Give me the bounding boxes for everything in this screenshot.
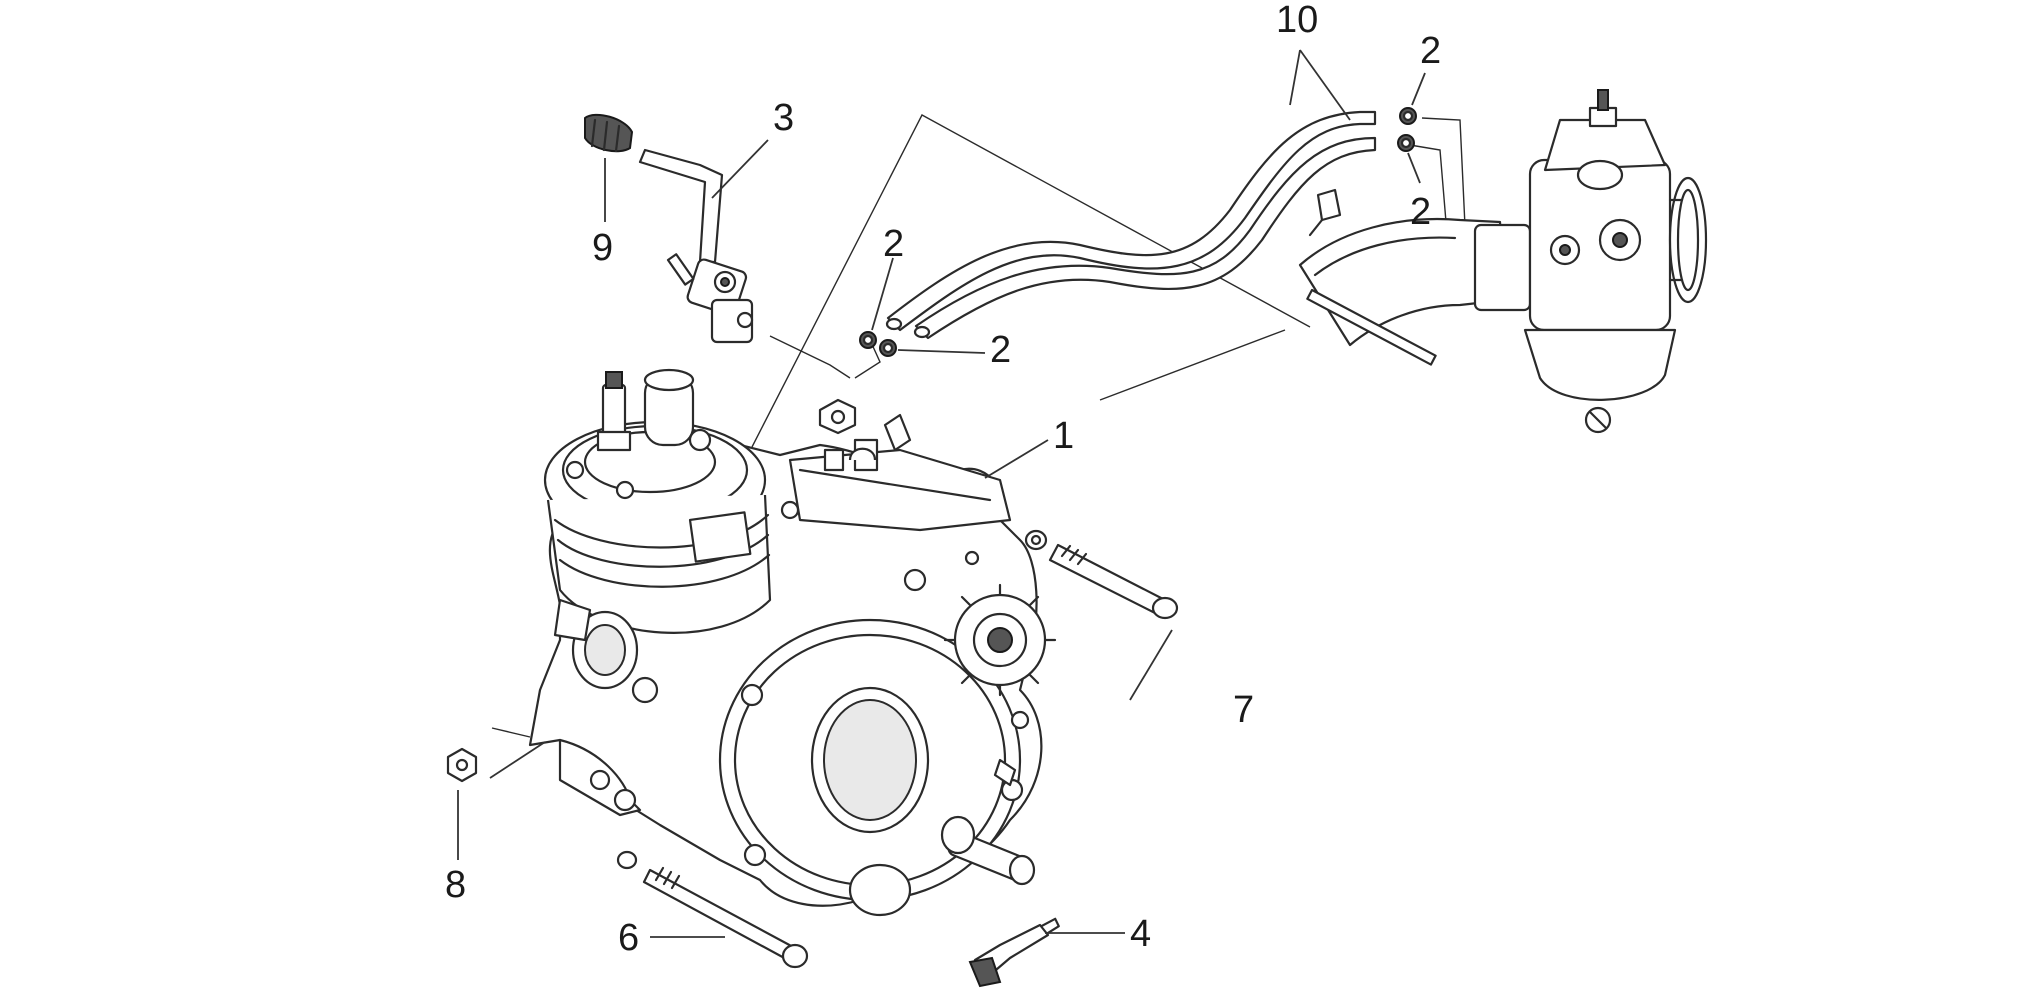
kickstart-lever xyxy=(638,148,754,344)
gear-shaft xyxy=(940,815,1036,886)
callout-8: 8 xyxy=(445,864,466,906)
kickstart-rubber xyxy=(584,113,634,153)
hose-clamp-left xyxy=(859,331,877,349)
spark-plug xyxy=(596,371,632,452)
callout-2-left: 2 xyxy=(883,223,904,265)
callout-7: 7 xyxy=(1233,689,1254,731)
gear-lever xyxy=(968,917,1060,988)
callout-2-right: 2 xyxy=(990,329,1011,371)
engine-block xyxy=(528,368,1057,917)
callout-2-middle: 2 xyxy=(1410,191,1431,233)
engine-nut-front xyxy=(446,747,478,783)
callout-4: 4 xyxy=(1130,913,1151,955)
engine-bolt-rear xyxy=(1024,529,1179,620)
leader-lines xyxy=(457,49,1426,938)
hose-clamps xyxy=(859,107,1417,357)
callout-6: 6 xyxy=(618,917,639,959)
hose-clamp-middle xyxy=(1397,134,1415,152)
callout-3: 3 xyxy=(773,97,794,139)
callout-labels: 1 2 2 2 2 3 4 6 7 8 9 10 xyxy=(445,0,1441,959)
engine-mount-nut-upper xyxy=(818,398,857,435)
callout-1: 1 xyxy=(1053,415,1074,457)
hose-clamp-top xyxy=(1399,107,1417,125)
callout-9: 9 xyxy=(592,227,613,269)
engine-bolt-front xyxy=(616,850,809,969)
hose-clamp-right xyxy=(879,339,897,357)
fuel-hoses xyxy=(885,110,1377,340)
carburettor-assembly xyxy=(1298,89,1708,434)
callout-2-top: 2 xyxy=(1420,30,1441,72)
drive-sprocket xyxy=(943,583,1057,697)
callout-10: 10 xyxy=(1276,0,1318,41)
